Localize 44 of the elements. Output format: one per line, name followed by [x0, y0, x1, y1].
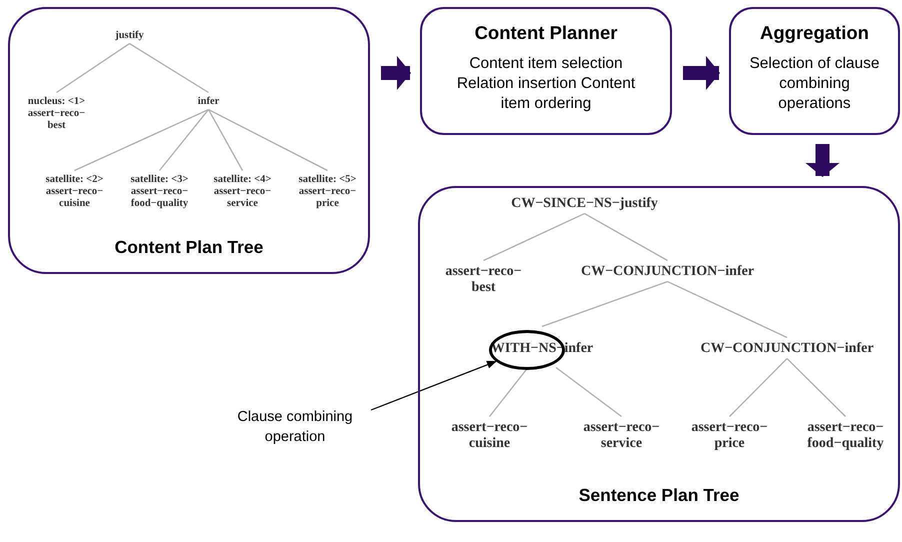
callout-text: Clause combining operation [215, 408, 375, 448]
tree-node-label: assert−reco− best [434, 264, 534, 296]
tree-node-label: nucleus: <1> assert−reco− best [22, 96, 92, 132]
tree-branch-line [159, 109, 209, 171]
box-description: Content item selection Relation insertion Content item ordering [456, 54, 636, 114]
process-box [729, 7, 900, 135]
tree-branch-line [729, 358, 788, 417]
tree-branch-line [488, 367, 529, 417]
tree-node-label: infer [194, 96, 224, 108]
tree-node-label: CW−CONJUNCTION−infer [568, 264, 768, 280]
tree-node-label: assert−reco− service [570, 420, 674, 452]
tree-branch-line [208, 109, 244, 171]
tree-node-label: satellite: <4> assert−reco− service [208, 174, 278, 210]
tree-branch-line [542, 280, 668, 328]
tree-branch-line [56, 43, 130, 94]
tree-node-label: satellite: <5> assert−reco− price [292, 174, 362, 210]
tree-node-label: CW−CONJUNCTION−infer [680, 340, 894, 357]
tree-branch-line [667, 281, 788, 338]
tree-branch-line [129, 43, 209, 94]
box-description: Selection of clause combining operations [749, 54, 880, 114]
tree-branch-line [74, 108, 209, 172]
tree-branch-line [208, 108, 328, 172]
block-arrow [806, 144, 840, 177]
tree-branch-line [556, 366, 622, 418]
leader-line [370, 360, 497, 411]
panel-title: Content Plan Tree [114, 237, 264, 258]
tree-panel [8, 7, 370, 274]
tree-node-label: satellite: <2> assert−reco− cuisine [40, 174, 110, 210]
tree-branch-line [584, 213, 668, 262]
panel-title: Sentence Plan Tree [578, 485, 740, 506]
process-box [420, 7, 672, 135]
tree-node-label: assert−reco− cuisine [438, 420, 542, 452]
box-title: Aggregation [759, 22, 870, 44]
box-title: Content Planner [474, 22, 618, 44]
tree-node-label: CW−SINCE−NS−justify [490, 196, 680, 212]
block-arrow [381, 56, 411, 90]
tree-panel [418, 186, 900, 522]
tree-branch-line [483, 213, 585, 262]
tree-node-label: assert−reco− food−quality [796, 420, 896, 452]
tree-node-label: satellite: <3> assert−reco− food−quality [124, 174, 196, 210]
block-arrow [683, 56, 720, 90]
tree-node-label: assert−reco− price [678, 420, 782, 452]
tree-branch-line [786, 358, 846, 417]
tree-node-label: justify [114, 30, 144, 42]
